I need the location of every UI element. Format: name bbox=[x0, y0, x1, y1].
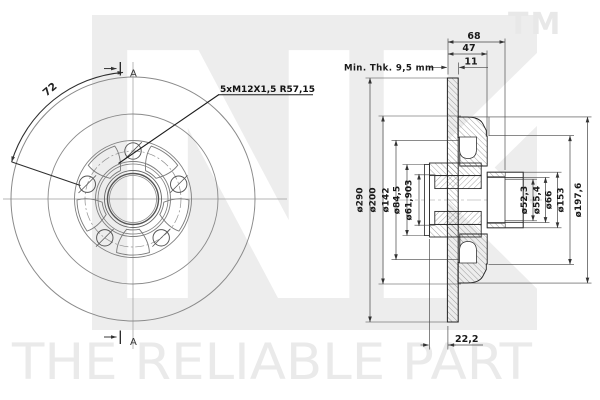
center-boss-outer-ring bbox=[95, 161, 171, 237]
bore-circle bbox=[106, 172, 160, 226]
trademark-text: TM bbox=[508, 7, 562, 42]
angle-leader-line bbox=[11, 161, 81, 186]
bolt-hole-thread-slash bbox=[169, 175, 188, 194]
hub-pocket-cutout bbox=[76, 198, 107, 232]
tagline-text: THE RELIABLE PART bbox=[11, 333, 533, 391]
top-dimensions bbox=[429, 38, 506, 170]
bore-inner-circle bbox=[109, 175, 157, 223]
dia-label-52-3: ø52,3 bbox=[520, 186, 530, 214]
bolt-hole-thread-slash bbox=[152, 228, 171, 247]
dia-label-142: ø142 bbox=[382, 188, 392, 213]
bolt-hole-thread-slash bbox=[95, 228, 114, 247]
section-marker-bottom: A bbox=[104, 330, 137, 348]
bolt-hole bbox=[152, 229, 170, 247]
section-view: 68 47 11 Min. Thk. 9,5 mm 22,2 bbox=[344, 31, 592, 350]
dia-label-55-4: ø55,4 bbox=[533, 186, 543, 214]
dim-text-11: 11 bbox=[464, 57, 477, 68]
bearing-race-lower bbox=[434, 210, 482, 225]
bolt-hole-thread-slash bbox=[78, 175, 97, 194]
race-corner-lower bbox=[486, 223, 506, 229]
thread-leader-line bbox=[118, 94, 220, 164]
dia-label-197-6: ø197,6 bbox=[574, 183, 584, 218]
hub-pocket-cutout bbox=[116, 228, 150, 256]
thread-label: 5xM12X1,5 R57,15 bbox=[220, 85, 315, 95]
flange-pocket-upper bbox=[459, 136, 477, 159]
dia-label-61-903: ø61,903 bbox=[405, 180, 415, 221]
bolt-hole bbox=[124, 142, 142, 160]
dia-label-66: ø66 bbox=[545, 191, 555, 210]
dia-label-153: ø153 bbox=[557, 188, 567, 213]
bolt-hole bbox=[170, 175, 188, 193]
bottom-dimension bbox=[420, 239, 483, 350]
hub-lower bbox=[428, 223, 482, 238]
hub-pocket-cutout bbox=[145, 145, 179, 179]
hub-pocket-cutout bbox=[159, 198, 190, 232]
center-boss-inner-ring bbox=[97, 163, 169, 235]
hub-upper bbox=[428, 162, 482, 177]
dia-label-84-5: ø84,5 bbox=[393, 186, 403, 214]
bore-outer-circle bbox=[104, 170, 162, 228]
section-marker-top: A bbox=[104, 62, 137, 80]
friction-band-inner-circle bbox=[47, 113, 219, 285]
flange-pocket-lower bbox=[459, 241, 477, 264]
min-thickness-label: Min. Thk. 9,5 mm bbox=[344, 64, 434, 74]
bolt-holes bbox=[78, 141, 188, 247]
dim-text-22-2: 22,2 bbox=[455, 334, 478, 345]
bolt-hole bbox=[96, 229, 114, 247]
left-diameter-dimensions bbox=[365, 77, 461, 323]
right-diameter-dimensions bbox=[470, 116, 592, 284]
friction-ring-section bbox=[446, 77, 459, 323]
bearing-race-upper bbox=[434, 175, 482, 190]
race-corner-upper bbox=[486, 171, 506, 177]
dia-label-200: ø200 bbox=[369, 188, 379, 213]
bolt-hole bbox=[78, 175, 96, 193]
dia-label-290: ø290 bbox=[356, 188, 366, 213]
section-letter: A bbox=[130, 69, 137, 80]
dim-text-68: 68 bbox=[467, 31, 481, 42]
bolt-hole-thread-slash bbox=[123, 141, 143, 161]
hub-flange-circle bbox=[74, 140, 192, 258]
section-letter: A bbox=[130, 337, 137, 348]
hub-boss-face bbox=[423, 164, 430, 236]
angle-dimension-arc bbox=[11, 71, 124, 163]
dim-text-47: 47 bbox=[462, 43, 475, 54]
angle-dimension-label: 72 bbox=[41, 80, 60, 99]
disc-outer-circle bbox=[10, 76, 256, 322]
